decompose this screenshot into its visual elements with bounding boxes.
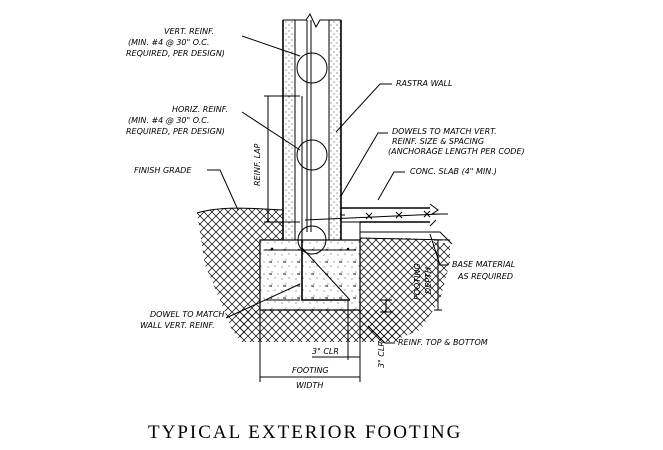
footing-width-line-1: FOOTING xyxy=(292,366,329,375)
vert-reinf-line-1: VERT. REINF. xyxy=(164,27,214,36)
reinf-top-bottom-note: REINF. TOP & BOTTOM xyxy=(398,338,488,347)
vert-reinf-line-3: REQUIRED, PER DESIGN) xyxy=(126,49,225,58)
conc-slab-note: CONC. SLAB (4" MIN.) xyxy=(410,167,497,176)
footing-width-line-2: WIDTH xyxy=(296,381,323,390)
vert-reinf-line-2: (MIN. #4 @ 30" O.C. xyxy=(128,38,209,47)
dowels-note: DOWELS TO MATCH VERT. REINF. SIZE & SPAC… xyxy=(388,127,525,156)
finish-grade-note: FINISH GRADE xyxy=(134,166,192,175)
dowel-wall-line-2: WALL VERT. REINF. xyxy=(140,321,215,330)
dowels-line-3: (ANCHORAGE LENGTH PER CODE) xyxy=(388,147,525,156)
dowels-line-2: REINF. SIZE & SPACING xyxy=(392,137,484,146)
leader-lines xyxy=(207,35,448,344)
footing-depth-line-1: FOOTING xyxy=(413,263,422,300)
drawing-title: TYPICAL EXTERIOR FOOTING xyxy=(148,422,462,443)
horiz-reinf-line-3: REQUIRED, PER DESIGN) xyxy=(126,127,225,136)
horiz-reinf-line-2: (MIN. #4 @ 30" O.C. xyxy=(128,116,209,125)
clr-horizontal-label: 3" CLR xyxy=(312,347,339,356)
rastra-wall xyxy=(282,12,342,255)
dowel-wall-line-1: DOWEL TO MATCH xyxy=(150,310,224,319)
footing-depth-line-2: DEPTH xyxy=(424,267,433,294)
footing-depth-label: FOOTING DEPTH xyxy=(413,261,433,300)
base-material-line-1: BASE MATERIAL xyxy=(452,260,515,269)
finish-grade-line xyxy=(196,207,284,214)
dowel-wall-note: DOWEL TO MATCH WALL VERT. REINF. xyxy=(140,310,227,330)
horiz-reinf-line-1: HORIZ. REINF. xyxy=(172,105,228,114)
clr-vertical-label: 3" CLR xyxy=(377,341,386,368)
base-material-note: BASE MATERIAL AS REQUIRED xyxy=(452,260,518,281)
rastra-wall-note: RASTRA WALL xyxy=(396,79,452,88)
base-material-line-2: AS REQUIRED xyxy=(457,272,513,281)
dowels-line-1: DOWELS TO MATCH VERT. xyxy=(392,127,497,136)
footing xyxy=(259,239,361,311)
concrete-slab xyxy=(304,203,453,245)
horiz-reinf-note: HORIZ. REINF. (MIN. #4 @ 30" O.C. REQUIR… xyxy=(126,105,230,136)
vert-reinf-note: VERT. REINF. (MIN. #4 @ 30" O.C. REQUIRE… xyxy=(126,27,225,58)
soil-hatch xyxy=(197,208,450,342)
reinf-lap-label: REINF. LAP xyxy=(253,143,262,186)
